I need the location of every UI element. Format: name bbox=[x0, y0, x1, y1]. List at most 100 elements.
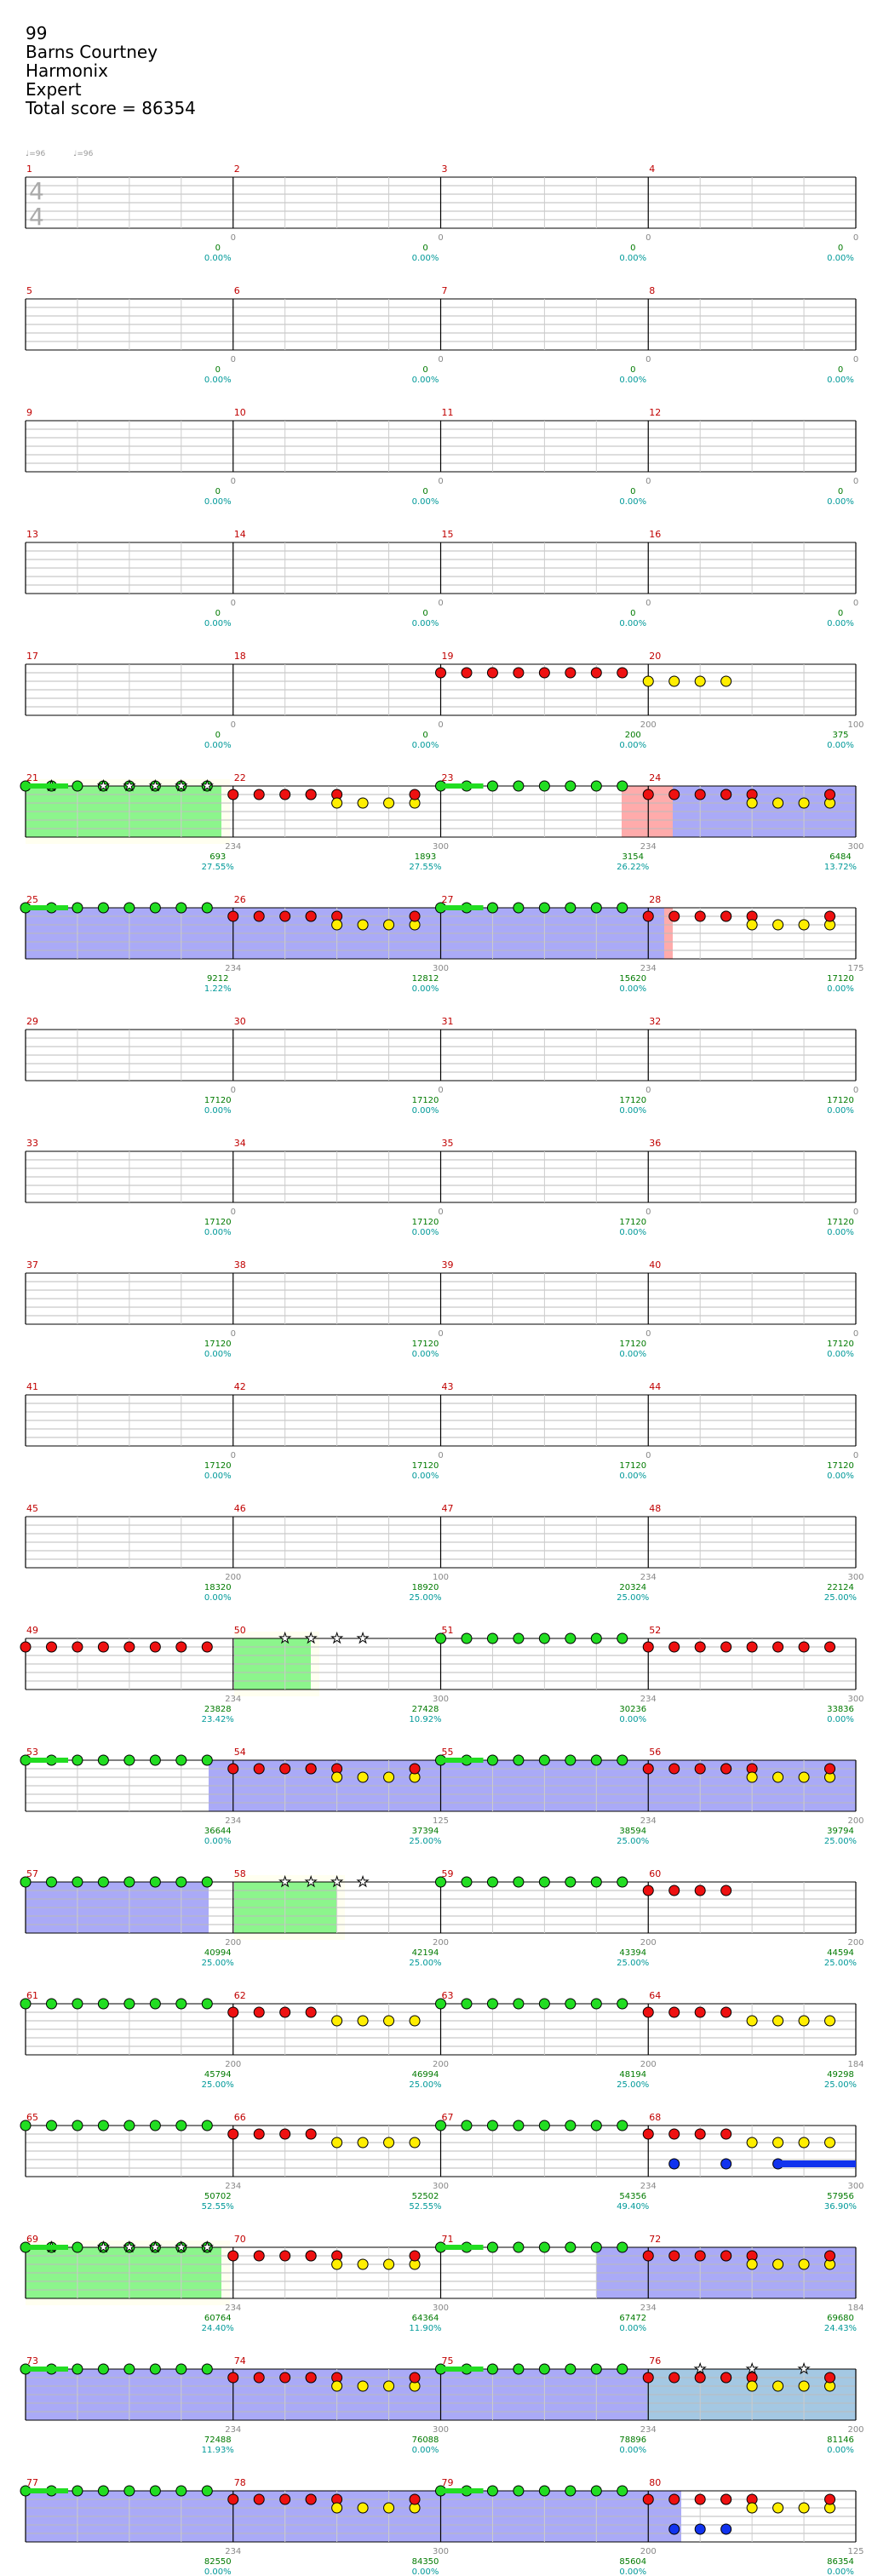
note-gem bbox=[331, 919, 343, 931]
cumulative-score: 57956 bbox=[827, 2192, 854, 2201]
note-gem bbox=[565, 2485, 577, 2497]
star-note: ★ bbox=[694, 2361, 706, 2377]
measure-score: 234 bbox=[640, 1695, 657, 1704]
note-gem bbox=[201, 2241, 213, 2253]
note-gem bbox=[305, 2128, 317, 2140]
percent-label: 0.00% bbox=[412, 376, 439, 385]
percent-label: 25.00% bbox=[824, 1593, 857, 1603]
cumulative-score: 0 bbox=[422, 244, 427, 253]
cumulative-score: 9212 bbox=[207, 974, 228, 984]
measure-number: 56 bbox=[649, 1747, 661, 1758]
note-gem bbox=[772, 2015, 784, 2027]
note-gem bbox=[668, 1641, 680, 1653]
note-gem bbox=[383, 1771, 395, 1783]
cumulative-score: 693 bbox=[209, 852, 226, 862]
percent-label: 23.42% bbox=[202, 1715, 234, 1724]
measure-number: 33 bbox=[26, 1138, 38, 1149]
note-gem bbox=[668, 2128, 680, 2140]
note-gem bbox=[668, 2158, 680, 2170]
note-gem bbox=[565, 780, 577, 792]
measure-number: 52 bbox=[649, 1625, 661, 1636]
measure-number: 72 bbox=[649, 2234, 661, 2245]
note-gem bbox=[746, 2137, 758, 2149]
note-gem bbox=[824, 1763, 836, 1775]
note-gem bbox=[201, 2363, 213, 2375]
note-gem bbox=[149, 2363, 161, 2375]
cumulative-score: 0 bbox=[422, 731, 427, 740]
note-gem bbox=[253, 789, 265, 800]
measure-score: 0 bbox=[438, 355, 443, 364]
star-note: ★ bbox=[330, 1630, 342, 1646]
note-gem bbox=[772, 2137, 784, 2149]
note-gem bbox=[642, 1641, 654, 1653]
note-gem bbox=[565, 1632, 577, 1644]
measure-number: 3 bbox=[442, 164, 448, 175]
note-gem bbox=[642, 675, 654, 687]
note-gem bbox=[72, 902, 83, 914]
cumulative-score: 0 bbox=[215, 365, 221, 375]
measure-number: 80 bbox=[649, 2477, 661, 2488]
measure-score: 300 bbox=[433, 2425, 449, 2435]
note-gem bbox=[538, 2485, 550, 2497]
measure-number: 39 bbox=[442, 1259, 454, 1271]
cumulative-score: 17120 bbox=[827, 1218, 854, 1227]
note-gem bbox=[409, 789, 421, 800]
note-gem bbox=[201, 1754, 213, 1766]
note-gem bbox=[668, 2523, 680, 2535]
note-gem bbox=[642, 1885, 654, 1896]
percent-label: 24.40% bbox=[202, 2324, 234, 2333]
note-gem bbox=[45, 1998, 57, 2010]
note-gem bbox=[538, 2363, 550, 2375]
percent-label: 52.55% bbox=[202, 2202, 234, 2212]
measure-number: 26 bbox=[234, 894, 246, 905]
star-note: ★ bbox=[149, 2239, 161, 2255]
note-gem bbox=[694, 2523, 706, 2535]
cumulative-score: 0 bbox=[215, 244, 221, 253]
cumulative-score: 78896 bbox=[619, 2435, 646, 2445]
note-gem bbox=[694, 789, 706, 800]
note-gem bbox=[331, 2502, 343, 2514]
note-gem bbox=[590, 2241, 602, 2253]
sustain-tail bbox=[440, 2367, 484, 2372]
cumulative-score: 17120 bbox=[619, 1218, 646, 1227]
measure-score: 234 bbox=[225, 2182, 241, 2191]
percent-label: 25.00% bbox=[824, 2080, 857, 2090]
sustain-tail bbox=[26, 2488, 68, 2493]
cumulative-score: 64364 bbox=[412, 2314, 439, 2323]
percent-label: 25.00% bbox=[409, 2080, 441, 2090]
note-gem bbox=[149, 1641, 161, 1653]
note-gem bbox=[357, 797, 369, 809]
measure-score: 0 bbox=[438, 233, 443, 243]
note-gem bbox=[617, 902, 628, 914]
note-gem bbox=[435, 2120, 446, 2131]
measure-number: 76 bbox=[649, 2355, 661, 2367]
cumulative-score: 17120 bbox=[827, 1096, 854, 1105]
note-gem bbox=[97, 2241, 109, 2253]
measure-number: 48 bbox=[649, 1503, 661, 1514]
note-gem bbox=[357, 2015, 369, 2027]
percent-label: 27.55% bbox=[202, 863, 234, 872]
measure-number: 47 bbox=[442, 1503, 454, 1514]
note-gem bbox=[357, 2502, 369, 2514]
song-source: Harmonix bbox=[26, 60, 108, 81]
note-gem bbox=[746, 1641, 758, 1653]
measure-number: 15 bbox=[442, 529, 454, 540]
measure-score: 0 bbox=[438, 1451, 443, 1460]
measure-number: 78 bbox=[234, 2477, 246, 2488]
note-gem bbox=[538, 2120, 550, 2131]
cumulative-score: 17120 bbox=[412, 1096, 439, 1105]
note-gem bbox=[331, 797, 343, 809]
measure-score: 100 bbox=[433, 1573, 449, 1582]
cumulative-score: 17120 bbox=[412, 1461, 439, 1471]
note-gem bbox=[720, 1641, 732, 1653]
note-gem bbox=[149, 2485, 161, 2497]
measure-score: 0 bbox=[853, 233, 858, 243]
note-gem bbox=[798, 2015, 810, 2027]
sustain-tail bbox=[440, 1758, 484, 1763]
note-gem bbox=[305, 2006, 317, 2018]
sustain-tail bbox=[26, 905, 68, 910]
measure-number: 4 bbox=[649, 164, 655, 175]
note-gem bbox=[409, 910, 421, 922]
measure-score: 300 bbox=[847, 842, 863, 852]
percent-label: 25.00% bbox=[617, 1837, 649, 1846]
